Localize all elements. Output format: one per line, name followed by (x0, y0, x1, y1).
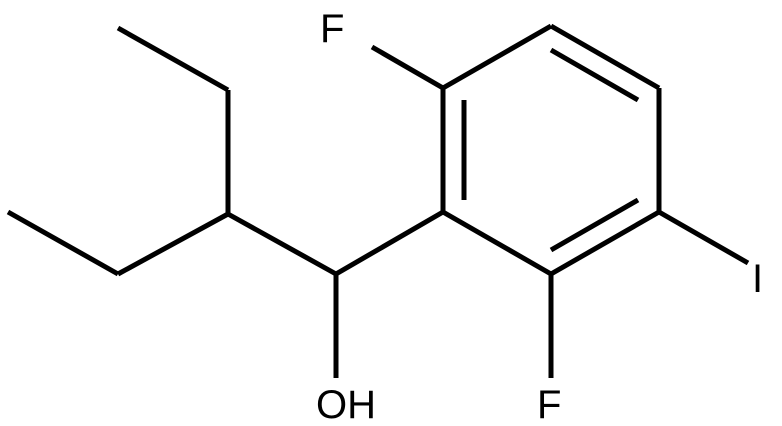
atom-label-fluorine-bottom: F (537, 383, 561, 426)
bond-ethyl-lower-inner (116, 211, 230, 277)
bond-ch-to-carbinol (226, 211, 338, 277)
atom-label-fluorine-top: F (320, 7, 344, 51)
bond-carbinol-to-ring (334, 209, 445, 277)
bond-ring-to-iodine (657, 209, 750, 266)
ring-bond-c5-c6 (549, 209, 661, 277)
atom-label-iodine: I (752, 257, 763, 301)
ring-bond-c6-c1 (441, 209, 553, 277)
ring-bond-c2-c3 (441, 23, 553, 91)
ring-bond-c3-c4 (549, 23, 661, 91)
atom-label-hydroxyl: OH (316, 383, 376, 426)
ring-bond-c5-c6-inner (549, 197, 640, 253)
ring-bond-c3-c4-inner (549, 47, 640, 103)
bond-ring-to-f-top (370, 44, 445, 91)
bond-ethyl-upper-terminal (116, 25, 230, 93)
bond-ethyl-lower-terminal (6, 209, 120, 277)
